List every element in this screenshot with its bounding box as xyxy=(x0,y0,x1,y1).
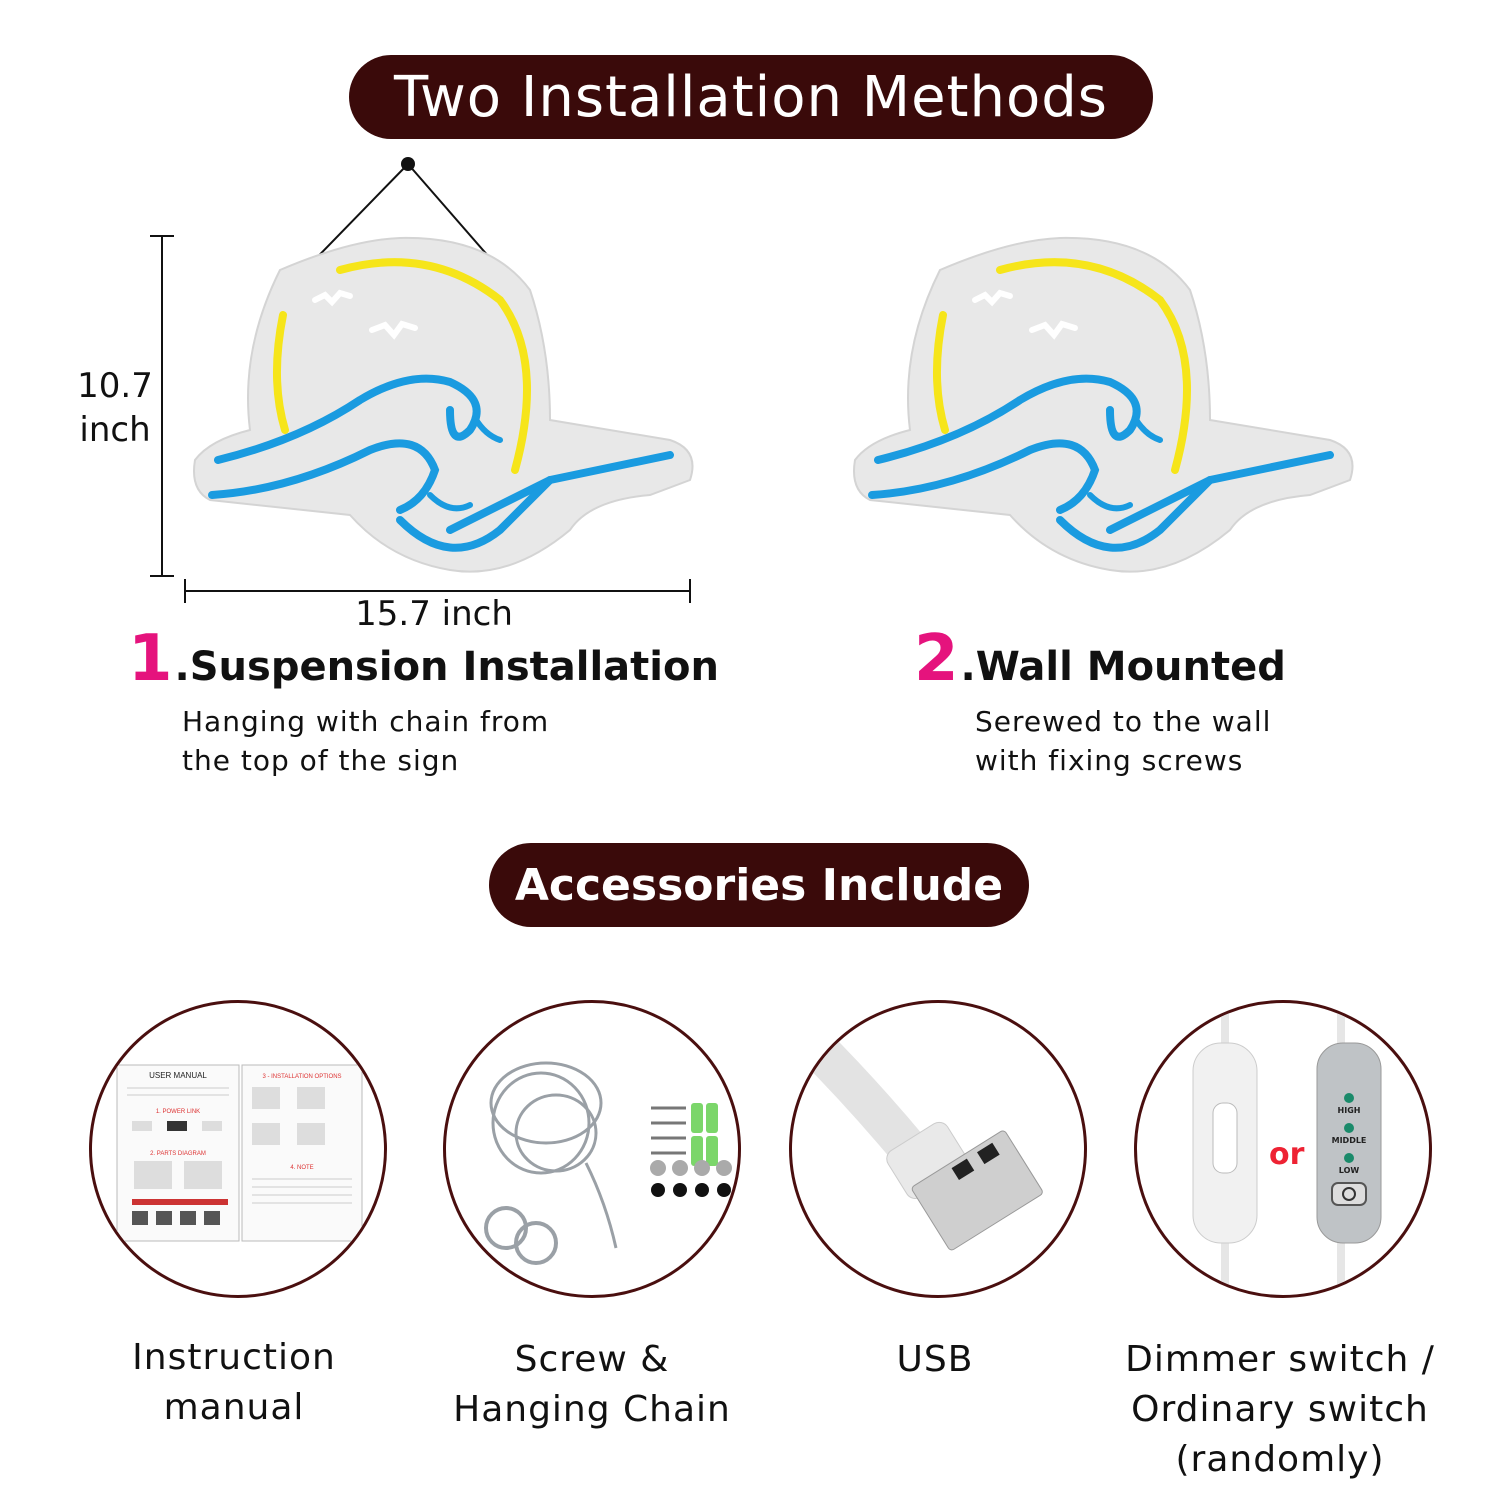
caption-manual: Instruction manual xyxy=(94,1333,374,1433)
caption-line2: Ordinary switch xyxy=(1131,1389,1429,1430)
method-suspension: 1 .Suspension Installation Hanging with … xyxy=(128,622,768,780)
accessory-manual-image: USER MANUAL 1. POWER LINK 2. PARTS DIAGR… xyxy=(89,1000,387,1298)
caption-chain: Screw & Hanging Chain xyxy=(442,1335,742,1435)
caption-line2: manual xyxy=(163,1387,305,1428)
caption-line1: USB xyxy=(896,1339,974,1380)
dimmer-middle-label: MIDDLE xyxy=(1331,1136,1367,1145)
section-title-accessories: Accessories Include xyxy=(489,843,1029,927)
accessory-usb-image xyxy=(789,1000,1087,1298)
caption-line1: Instruction xyxy=(132,1337,336,1378)
method-desc-line2: with fixing screws xyxy=(975,744,1244,777)
method-desc-line1: Hanging with chain from xyxy=(182,705,550,738)
wave-sun-graphic xyxy=(193,236,694,573)
caption-switch: Dimmer switch / Ordinary switch (randoml… xyxy=(1110,1335,1450,1485)
caption-line3: (randomly) xyxy=(1175,1439,1385,1480)
method-title: .Suspension Installation xyxy=(174,644,719,690)
accessory-chain-image xyxy=(443,1000,741,1298)
caption-usb: USB xyxy=(835,1335,1035,1385)
or-label: or xyxy=(1269,1137,1305,1172)
wave-sun-graphic xyxy=(853,236,1354,573)
dimmer-high-label: HIGH xyxy=(1337,1106,1361,1115)
manual-section-2: 2. PARTS DIAGRAM xyxy=(150,1151,206,1157)
width-dimension: 15.7 inch xyxy=(355,594,513,634)
height-value: 10.7 xyxy=(77,366,153,406)
caption-line2: Hanging Chain xyxy=(453,1389,731,1430)
height-dimension: 10.7 inch xyxy=(70,364,160,452)
height-unit: inch xyxy=(79,410,151,450)
manual-section-4: 4. NOTE xyxy=(290,1165,313,1171)
method-desc-line2: the top of the sign xyxy=(182,744,460,777)
neon-sign-wall xyxy=(853,236,1354,573)
manual-section-3: 3 - INSTALLATION OPTIONS xyxy=(262,1074,341,1080)
method-desc-line1: Serewed to the wall xyxy=(975,705,1272,738)
manual-section-1: 1. POWER LINK xyxy=(156,1109,200,1115)
dimmer-low-label: LOW xyxy=(1338,1166,1360,1175)
accessory-switch-image: or HIGH MIDDLE LOW xyxy=(1134,1000,1432,1298)
manual-title: USER MANUAL xyxy=(149,1071,207,1080)
section-title-installation: Two Installation Methods xyxy=(349,55,1153,139)
method-number: 1 xyxy=(128,622,173,696)
caption-line1: Dimmer switch / xyxy=(1125,1339,1435,1380)
method-number: 2 xyxy=(914,622,959,696)
caption-line1: Screw & xyxy=(514,1339,670,1380)
method-wall: 2 .Wall Mounted Serewed to the wall with… xyxy=(914,622,1434,780)
neon-sign-suspension xyxy=(150,157,694,603)
method-title: .Wall Mounted xyxy=(960,644,1286,690)
